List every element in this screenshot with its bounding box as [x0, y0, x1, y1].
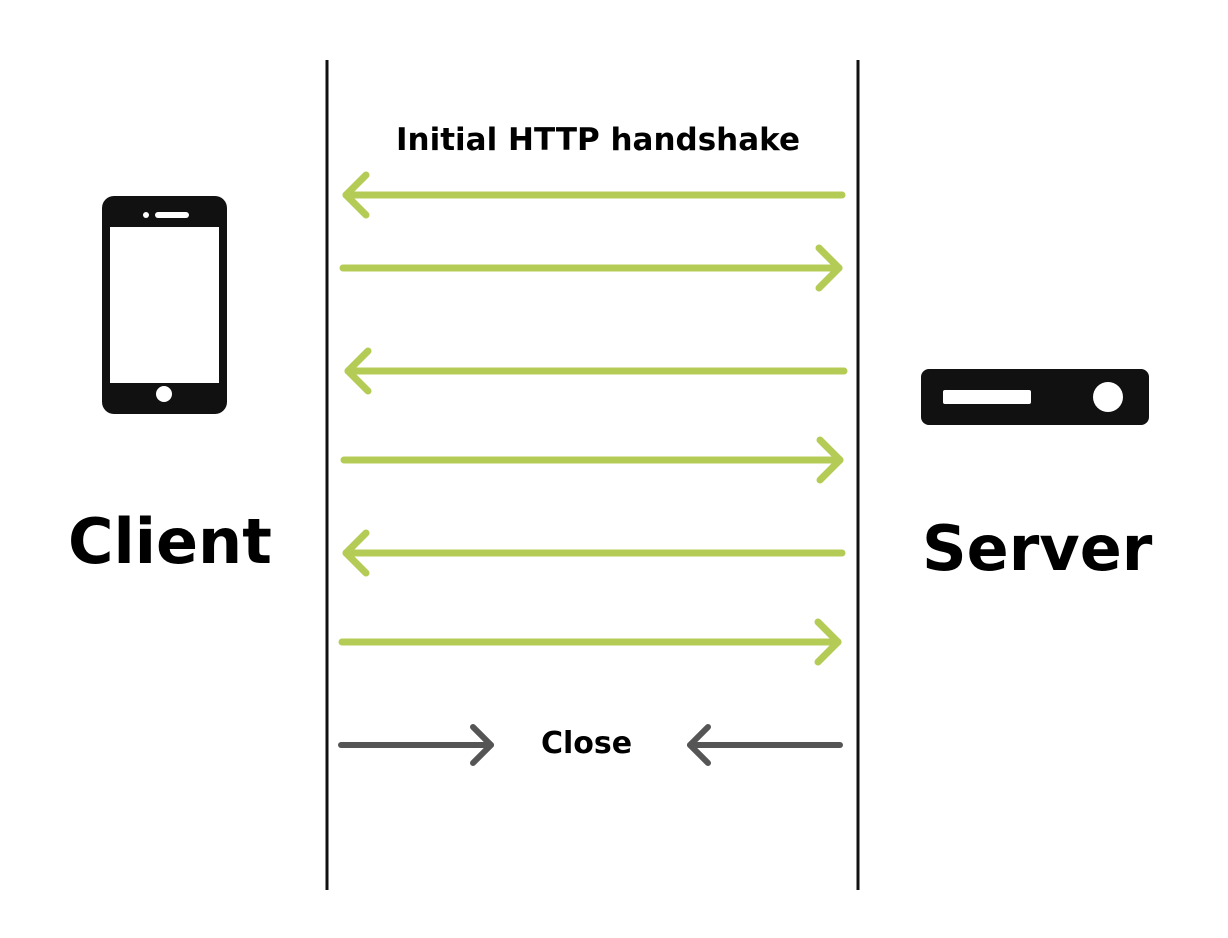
handshake-arrows	[338, 171, 848, 666]
close-arrow-client	[338, 724, 494, 766]
message-arrow-3	[344, 347, 848, 395]
message-arrow-1	[342, 171, 846, 219]
handshake-label: Initial HTTP handshake	[396, 122, 800, 158]
server-icon	[921, 369, 1149, 425]
client-label: Client	[68, 505, 272, 578]
message-arrow-2	[339, 244, 843, 292]
server-label: Server	[922, 512, 1153, 585]
message-arrow-5	[342, 529, 846, 577]
close-arrows	[338, 724, 843, 766]
close-label: Close	[541, 726, 633, 761]
close-arrow-server	[687, 724, 843, 766]
smartphone-icon	[102, 196, 227, 414]
message-arrow-4	[340, 436, 844, 484]
message-arrow-6	[338, 618, 842, 666]
